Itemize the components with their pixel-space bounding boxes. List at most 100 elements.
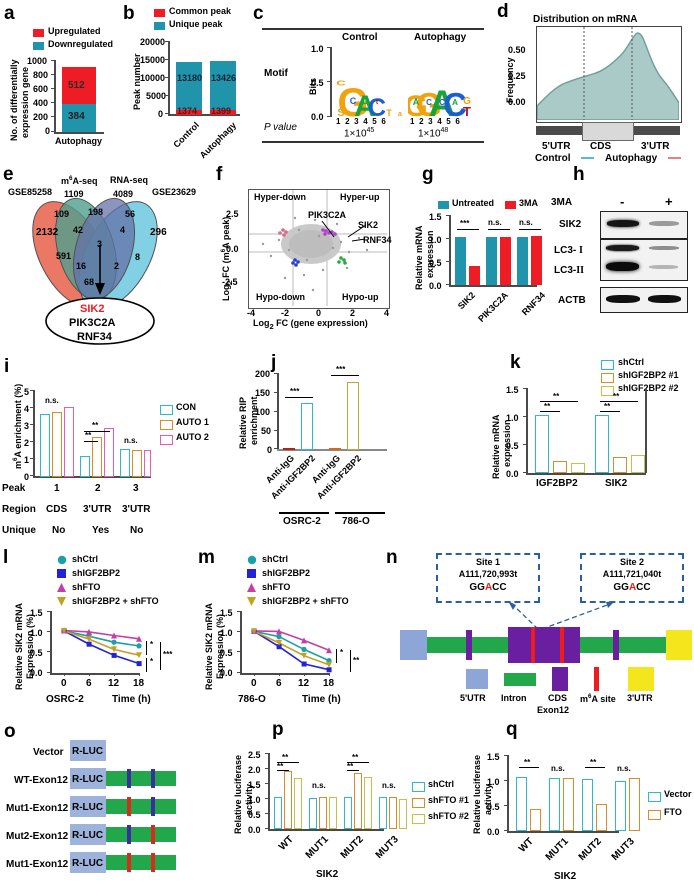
panel-i-sig-peak3: n.s. bbox=[124, 436, 138, 445]
venn-count-2: 2 bbox=[114, 261, 120, 271]
panel-l-label: l bbox=[3, 547, 9, 568]
panel-d-distribution-curve bbox=[537, 27, 679, 120]
panel-a-ytick-400: 400 bbox=[33, 98, 49, 108]
panel-f-ylabel: Log2 FC (m6A peak) bbox=[220, 216, 234, 301]
panel-p-sig-mut3: n.s. bbox=[382, 781, 396, 790]
panel-m-xtick-12: 12 bbox=[298, 678, 310, 689]
panel-c-autophagy-pvalue-base: 1×10 bbox=[418, 128, 441, 140]
site2-title: Site 2 bbox=[619, 557, 644, 567]
bar-mut2-shfto1-p bbox=[354, 772, 362, 829]
panel-o: o Vector R-LUC WT-Exon12 R-LUC Mut1-Exon… bbox=[0, 722, 210, 883]
bar-pik3c2a-3ma bbox=[500, 236, 511, 285]
panel-f-xtick-m4: -4 bbox=[247, 308, 256, 318]
legend-label-both-m: shIGF2BP2 + shFTO bbox=[262, 596, 349, 606]
panel-i-rowlabel-region: Region bbox=[2, 504, 36, 515]
legend-label-3utr: 3'UTR bbox=[627, 693, 653, 703]
panel-i-unique-3: No bbox=[130, 525, 144, 536]
bar-mut1-shfto2-p bbox=[329, 796, 337, 829]
bar-mut1-fto-q bbox=[563, 778, 574, 831]
panel-q-ytick-05: 0.5 bbox=[487, 802, 500, 812]
legend-label-upregulated: Upregulated bbox=[48, 26, 101, 36]
legend-swatch-cds bbox=[552, 667, 568, 691]
panel-g-xaxis bbox=[449, 285, 537, 287]
panel-b-ytick-15000: 15000 bbox=[140, 55, 166, 65]
panel-j-yaxis bbox=[277, 373, 279, 449]
panel-m-label: m bbox=[198, 547, 215, 568]
construct-insert-mut1 bbox=[106, 799, 176, 814]
panel-j-ytick-100: 100 bbox=[255, 407, 271, 417]
svg-text:A: A bbox=[354, 90, 376, 117]
bar-value-upregulated: 512 bbox=[68, 80, 85, 91]
panel-c-control-positions: 1 2 3 4 5 6 bbox=[336, 117, 388, 126]
construct-site1-mut1 bbox=[127, 797, 131, 816]
panel-q-ytick-10: 1.0 bbox=[487, 777, 500, 787]
panel-h: h 3MA - + SIK2 LC3- I LC3-II ACTB bbox=[545, 165, 694, 357]
panel-a-xcat: Autophagy bbox=[55, 136, 102, 146]
construct-label-wt-exon12: WT-Exon12 bbox=[14, 775, 68, 786]
bar-control-common bbox=[176, 110, 202, 115]
bar-pik3c2a-untreated bbox=[486, 236, 497, 285]
construct-ruc-vector bbox=[70, 740, 106, 761]
panel-i-ytick-3: 3 bbox=[24, 421, 30, 431]
panel-m-sig-1: * bbox=[340, 648, 344, 657]
panel-f-quadrant-hypo-down: Hypo-down bbox=[256, 292, 305, 302]
panel-k-label: k bbox=[510, 352, 521, 373]
legend-label-both-l: shIGF2BP2 + shFTO bbox=[72, 596, 159, 606]
panel-k-xcat-igf2bp2: IGF2BP2 bbox=[536, 478, 578, 489]
ruc-label-mut3: R-LUC bbox=[72, 858, 104, 869]
panel-a-ytick-0: 0 bbox=[45, 126, 51, 136]
legend-swatch-shigf2bp2-2 bbox=[601, 386, 614, 396]
panel-g-yaxis bbox=[449, 215, 451, 285]
legend-swatch-untreated bbox=[438, 201, 449, 209]
panel-p-sig-wt-b: ** bbox=[277, 762, 284, 771]
bar-wt-shfto1-p bbox=[284, 771, 292, 829]
result-gene-pik3c2a: PIK3C2A bbox=[69, 317, 116, 329]
construct-ruc-mut1 bbox=[70, 796, 106, 817]
venn-count-16: 16 bbox=[76, 261, 87, 271]
bar-mut1-shctrl-p bbox=[309, 797, 317, 829]
site2-seq-post: CC bbox=[636, 582, 651, 593]
panel-n-label: n bbox=[386, 547, 398, 568]
legend-label-shigf2bp2-l: shIGF2BP2 bbox=[72, 568, 121, 578]
panel-h-lane-plus: + bbox=[665, 194, 673, 209]
bar-peak1-auto2 bbox=[64, 407, 74, 477]
panel-q-label: q bbox=[506, 719, 518, 740]
panel-f-xtick-m2: -2 bbox=[281, 308, 290, 318]
panel-k-sig-igf2bp2-a: ** bbox=[553, 392, 560, 401]
svg-text:A: A bbox=[452, 98, 458, 107]
panel-a-ytick-800: 800 bbox=[33, 70, 49, 80]
venn-count-56: 56 bbox=[125, 209, 136, 219]
panel-k-ytick-00: 0.0 bbox=[506, 469, 519, 479]
panel-f-annotation-sik2: SIK2 bbox=[358, 220, 379, 230]
panel-e-set-rnaseq: RNA-seq bbox=[110, 175, 149, 185]
svg-text:C: C bbox=[368, 94, 386, 117]
motif-logo-control: C S G A C T a C G t bbox=[336, 80, 402, 117]
panel-m-xtick-0: 0 bbox=[251, 678, 257, 689]
construct-insert-mut2 bbox=[106, 827, 176, 842]
legend-marker-shctrl-m bbox=[247, 555, 257, 565]
panel-a-ylabel-line1: No. of differentially bbox=[9, 59, 19, 141]
panel-c-ytick-05: 0.5 bbox=[311, 78, 324, 88]
panel-c-col-control-name: Control bbox=[342, 32, 378, 43]
panel-m: m shCtrl shIGF2BP2 shFTO shIGF2BP2 + shF… bbox=[190, 548, 380, 724]
panel-p-ytick-00: 0.0 bbox=[248, 825, 261, 835]
legend-marker-shigf2bp2-m bbox=[247, 569, 256, 578]
result-gene-sik2: SIK2 bbox=[80, 303, 105, 315]
legend-marker-shctrl-l bbox=[57, 555, 67, 565]
mrna-schematic-cds-box bbox=[582, 122, 634, 141]
panel-i-label: i bbox=[4, 356, 10, 377]
bar-peak3-auto2 bbox=[144, 450, 151, 477]
panel-p-xcat-mut3: MUT3 bbox=[373, 834, 401, 862]
panel-l-cellline: OSRC-2 bbox=[46, 694, 84, 705]
panel-l-ytick-15: 1.5 bbox=[30, 608, 43, 618]
panel-c-rule-bottom bbox=[262, 141, 484, 143]
panel-c-ytick-1: 1.0 bbox=[311, 44, 324, 54]
legend-label-vector-q: Vector bbox=[664, 789, 692, 799]
panel-m-ytick-10: 1.0 bbox=[220, 628, 233, 638]
panel-q-ytick-15: 1.5 bbox=[487, 752, 500, 762]
site1-coord: A111,720,993t bbox=[458, 569, 518, 579]
site1-seq-post: CC bbox=[492, 582, 507, 593]
venn-count-591: 591 bbox=[56, 251, 72, 261]
site2-coord: A111,721,040t bbox=[602, 569, 662, 579]
svg-text:G: G bbox=[463, 96, 471, 107]
